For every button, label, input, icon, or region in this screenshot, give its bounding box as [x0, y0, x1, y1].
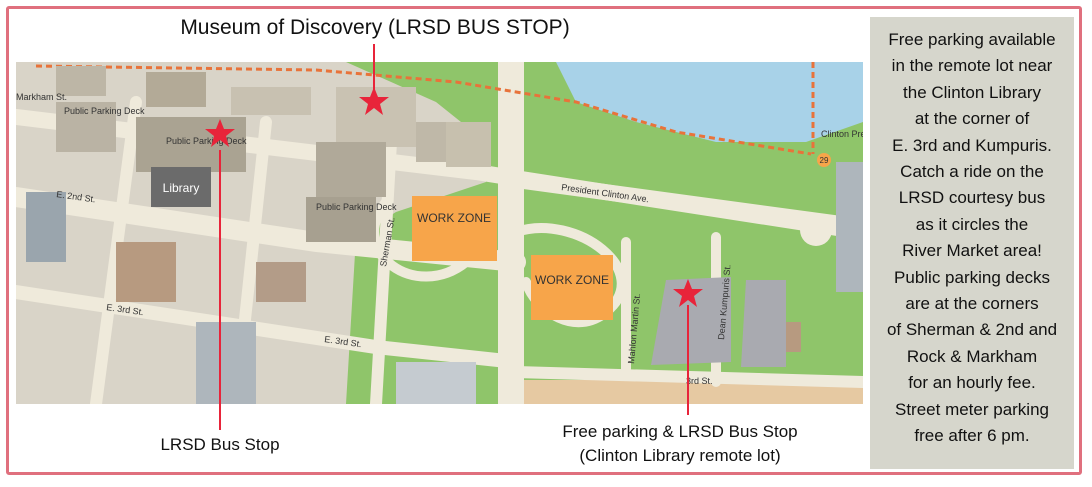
- sidebar-line: the Clinton Library: [903, 82, 1041, 102]
- building: [446, 122, 491, 167]
- building: [256, 262, 306, 302]
- bus-stop-star-museum[interactable]: [359, 87, 389, 115]
- library-building: [151, 167, 211, 207]
- sidebar-line: LRSD courtesy bus: [898, 188, 1046, 208]
- roundabout: [800, 214, 832, 246]
- sidebar-line: Public parking decks: [894, 267, 1050, 287]
- bus-stop-star-library[interactable]: [205, 119, 235, 147]
- road-sherman: [370, 136, 397, 404]
- building: [26, 192, 66, 262]
- building: [786, 322, 801, 352]
- sidebar-line: Rock & Markham: [906, 346, 1038, 366]
- sidebar-line: Free parking available: [888, 30, 1056, 49]
- remote-parking-lot[interactable]: [651, 277, 731, 365]
- work-zone-1-label: WORK ZONE: [417, 211, 491, 225]
- building: [56, 102, 116, 152]
- route-marker-label: 29: [820, 156, 829, 165]
- outer-frame: [6, 6, 1082, 475]
- route-marker: [817, 153, 831, 167]
- sidebar-line: Street meter parking: [894, 399, 1049, 419]
- leader-line-museum: [373, 44, 375, 94]
- sidebar-line: are at the corners: [905, 294, 1039, 314]
- label-parking-deck-3: Public Parking Deck: [316, 202, 397, 212]
- river-trail: [35, 64, 812, 156]
- building: [231, 87, 311, 115]
- road-3rd: [510, 366, 863, 388]
- page-title: Museum of Discovery (LRSD BUS STOP): [180, 16, 570, 39]
- sidebar-line: for an hourly fee.: [908, 373, 1036, 393]
- leader-line-remote-lot: [687, 305, 689, 415]
- work-zone-2: [531, 255, 613, 320]
- building: [196, 322, 256, 404]
- building: [116, 242, 176, 302]
- library-label: Library: [163, 181, 200, 195]
- label-clinton-pres: Clinton Pres (Pedestri: [821, 129, 863, 139]
- sidebar-line: at the corner of: [914, 109, 1030, 129]
- info-sidebar: Free parking available in the remote lot…: [870, 17, 1074, 469]
- building: [146, 72, 206, 107]
- sidebar-line: E. 3rd and Kumpuris.: [892, 135, 1052, 155]
- building: [56, 66, 106, 96]
- street-label-3rd: 3rd St.: [686, 376, 713, 386]
- work-zone-1: [412, 196, 497, 261]
- label-parking-deck-1: Public Parking Deck: [64, 106, 145, 116]
- buildings: [26, 66, 863, 404]
- building: [836, 162, 863, 292]
- sidebar-line: as it circles the: [915, 214, 1029, 234]
- river-water: [556, 62, 863, 142]
- parking-lot-east: [741, 280, 786, 367]
- building: [306, 197, 376, 242]
- sidebar-line: Catch a ride on the: [900, 162, 1044, 182]
- leader-line-library: [219, 150, 221, 430]
- bus-stop-star-remote-lot[interactable]: [673, 279, 703, 307]
- label-parking-deck-2: Public Parking Deck: [166, 136, 247, 146]
- sidebar-line: free after 6 pm.: [914, 426, 1030, 446]
- work-zone-2-label: WORK ZONE: [535, 273, 609, 287]
- caption-remote-lot: Free parking & LRSD Bus Stop (Clinton Li…: [520, 420, 840, 468]
- caption-remote-lot-line2: (Clinton Library remote lot): [579, 446, 781, 465]
- sidebar-line: River Market area!: [902, 241, 1042, 261]
- caption-lrsd-bus-stop: LRSD Bus Stop: [160, 435, 280, 454]
- caption-remote-lot-line1: Free parking & LRSD Bus Stop: [562, 422, 798, 441]
- street-label-markham: Markham St.: [16, 92, 67, 102]
- sidebar-line: of Sherman & 2nd and: [886, 320, 1058, 340]
- map-area[interactable]: Library WORK ZONE WORK ZONE Markham St. …: [16, 62, 863, 404]
- sidebar-line: in the remote lot near: [891, 56, 1053, 76]
- building: [396, 362, 476, 404]
- building: [316, 142, 386, 197]
- road-ramp-1: [369, 197, 471, 282]
